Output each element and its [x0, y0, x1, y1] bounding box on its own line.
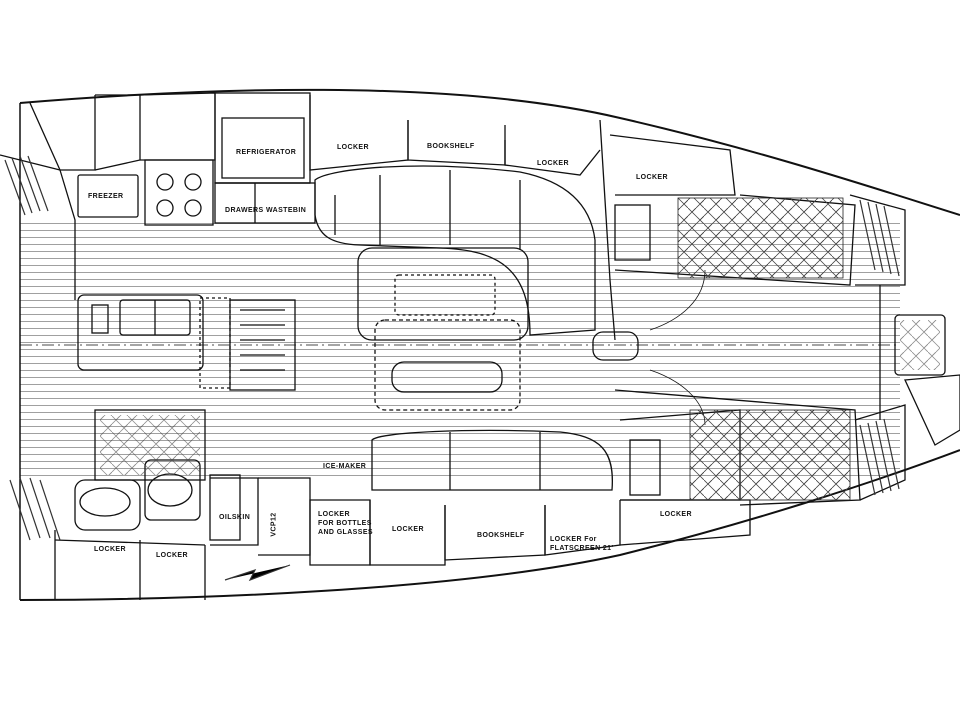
wastebin-label: WASTEBIN — [266, 207, 307, 214]
locker-aft-2-label: LOCKER — [156, 552, 188, 559]
locker-aft-1-label: LOCKER — [94, 546, 126, 553]
refrigerator-label: REFRIGERATOR — [236, 149, 297, 156]
hull-outline — [19, 88, 960, 601]
bookshelf-bottom-label: BOOKSHELF — [477, 532, 525, 539]
freezer-label: FREEZER — [88, 193, 124, 200]
locker-top-1-label: LOCKER — [337, 144, 369, 151]
locker-fwd-top-label: LOCKER — [636, 174, 668, 181]
locker-top-2-label: LOCKER — [537, 160, 569, 167]
locker-flatscreen-label: LOCKER For FLATSCREEN 21' — [550, 536, 614, 552]
locker-bottom-1-label: LOCKER — [392, 526, 424, 533]
drawers-label: DRAWERS — [225, 207, 264, 214]
locker-fwd-bottom-label: LOCKER — [660, 511, 692, 518]
ice-maker-label: ICE-MAKER — [323, 463, 367, 470]
oilskin-label: OILSKIN — [219, 514, 251, 521]
locker-bottles-label: LOCKER FOR BOTTLES AND GLASSES — [318, 511, 373, 536]
vcp12-label: VCP12 — [270, 512, 278, 537]
bookshelf-top-label: BOOKSHELF — [427, 143, 475, 150]
